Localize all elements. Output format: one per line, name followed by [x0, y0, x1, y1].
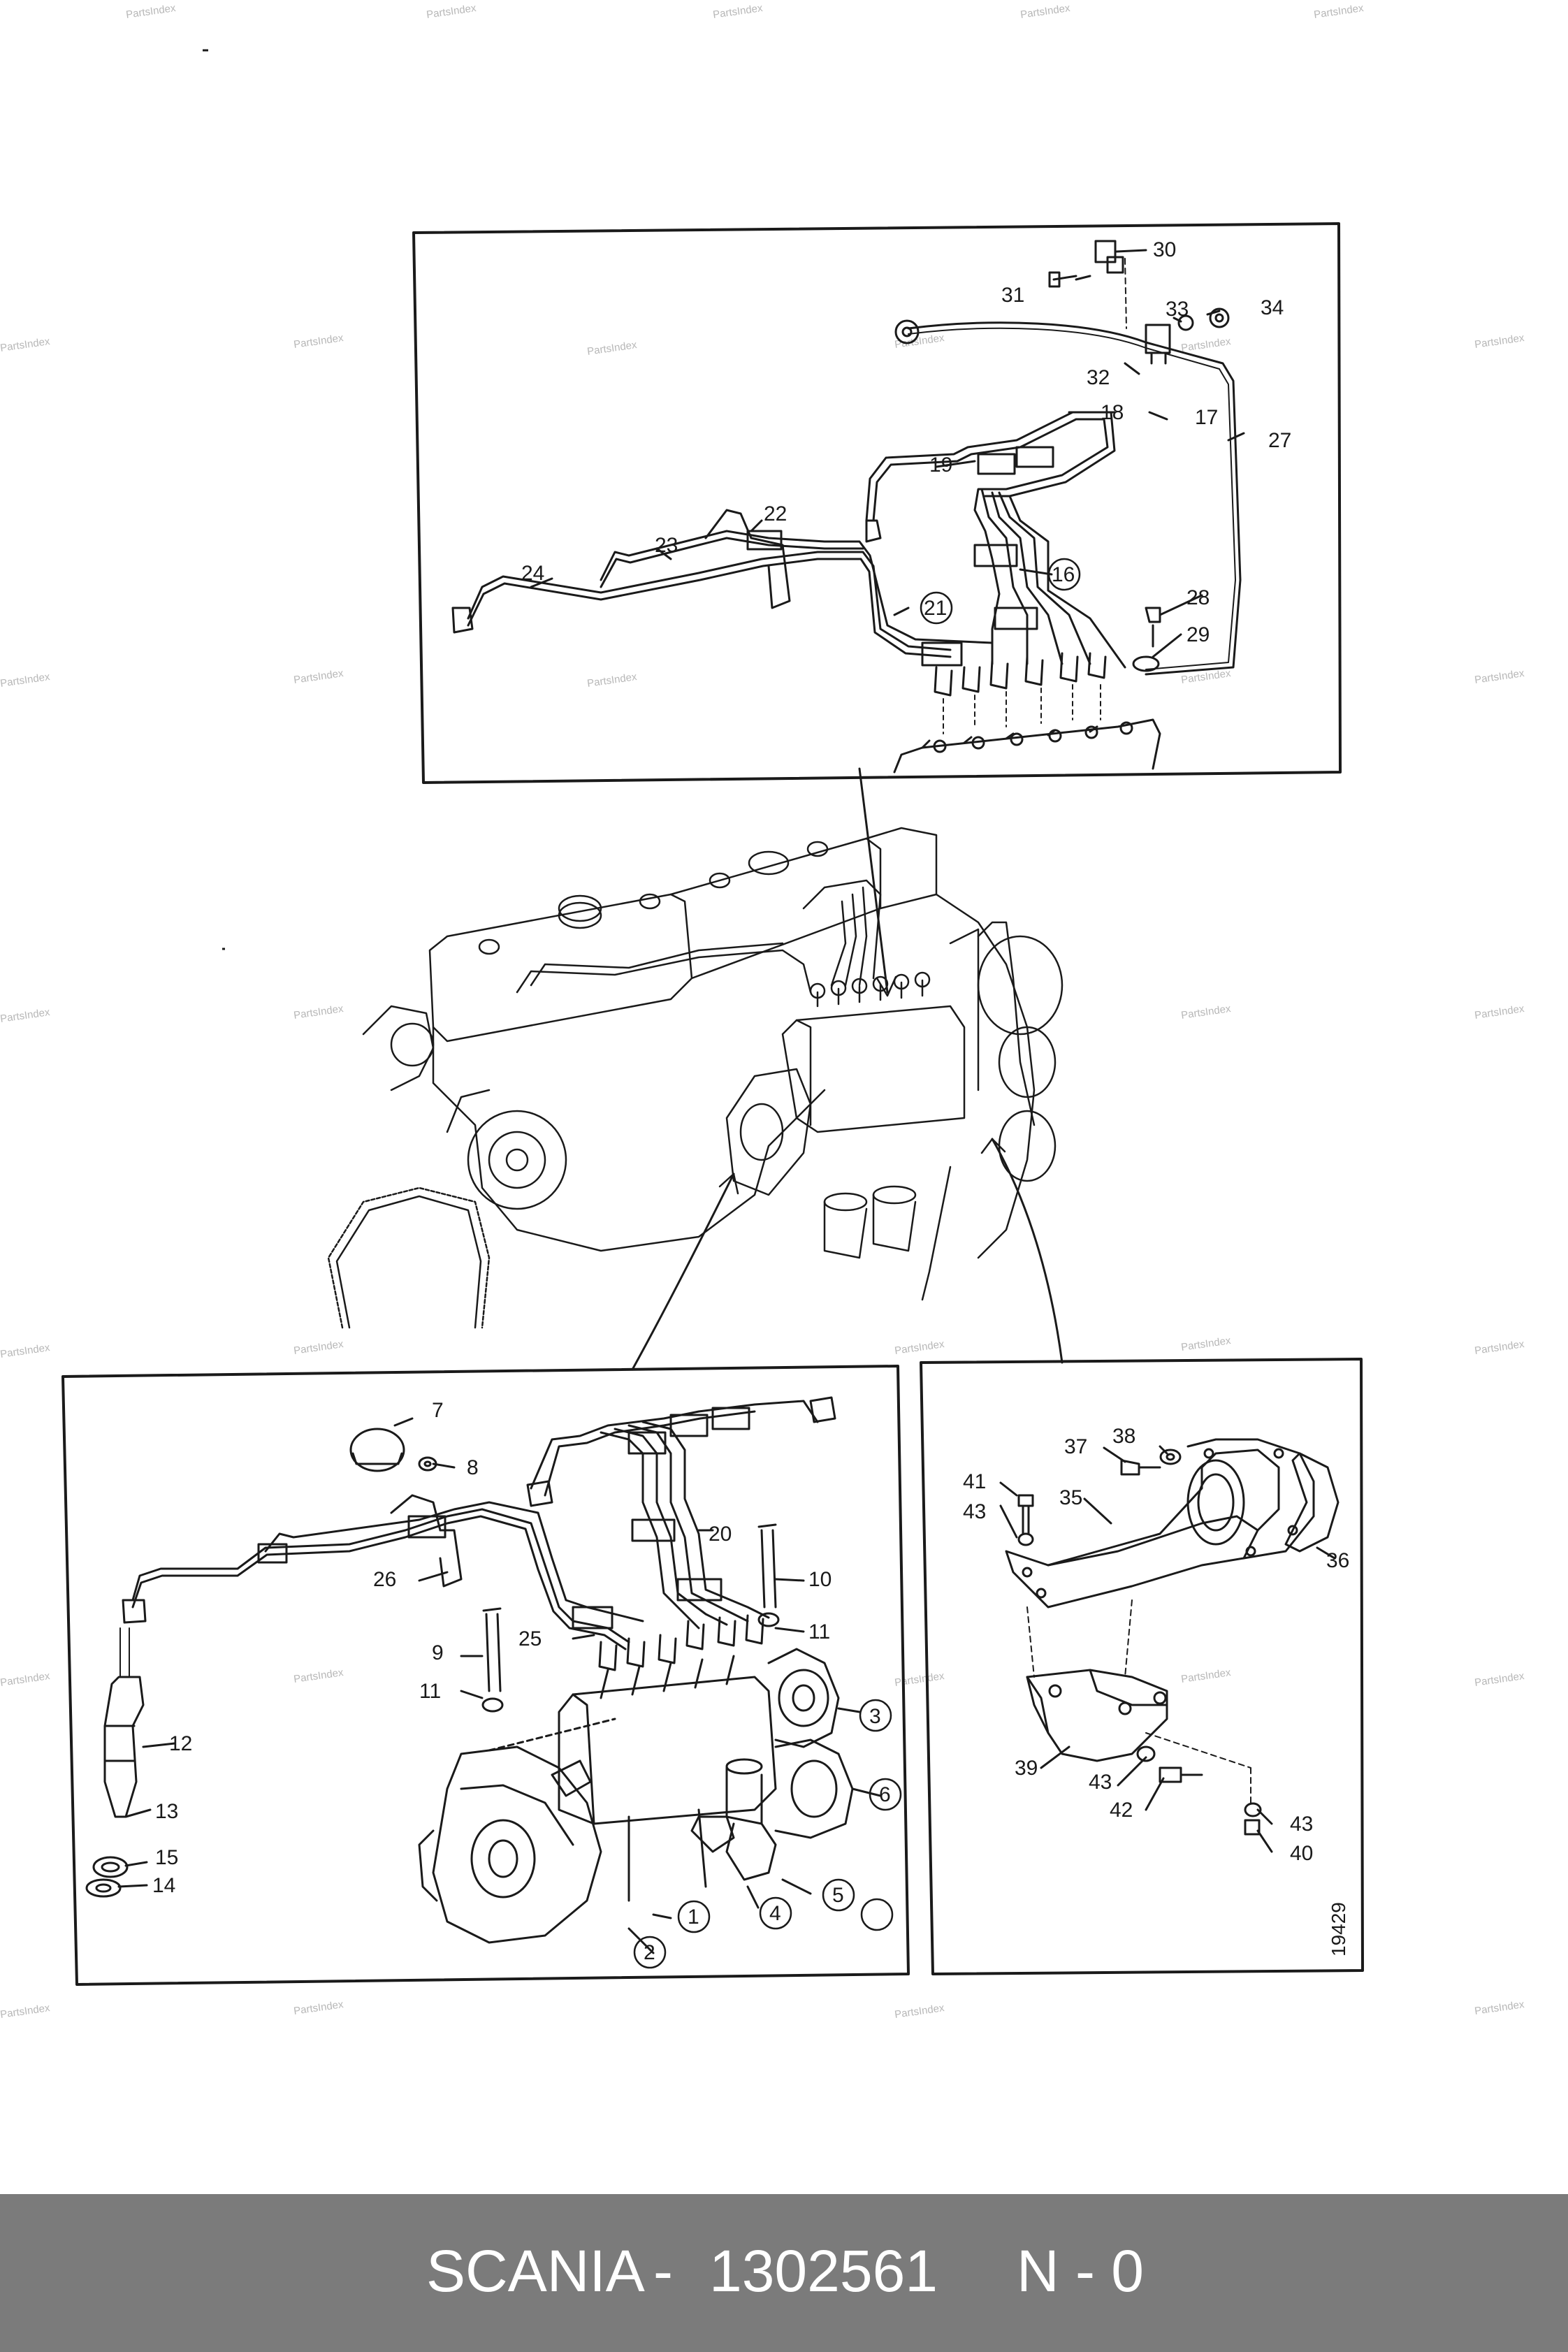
callout-27: 27 — [1268, 429, 1291, 452]
callout-7: 7 — [432, 1399, 444, 1422]
callout-42: 42 — [1110, 1799, 1133, 1822]
callout-14: 14 — [152, 1874, 175, 1897]
callout-40: 40 — [1290, 1842, 1313, 1865]
callout-25: 25 — [518, 1627, 542, 1650]
callout-12: 12 — [169, 1732, 192, 1755]
callout-31: 31 — [1001, 284, 1024, 307]
callout-38: 38 — [1112, 1425, 1135, 1448]
bottom-left-callouts: 7 8 20 10 26 9 25 11 11 3 12 13 6 15 14 … — [152, 1399, 891, 1964]
callout-41: 41 — [963, 1470, 986, 1493]
footer-suffix: N - 0 — [1017, 2238, 1145, 2304]
callout-2: 2 — [644, 1941, 655, 1964]
callout-4: 4 — [769, 1902, 781, 1925]
callout-29: 29 — [1186, 623, 1210, 646]
callout-17: 17 — [1195, 406, 1218, 429]
footer-bar: SCANIA - 1302561 N - 0 — [0, 2194, 1568, 2352]
callout-43-top: 43 — [963, 1500, 986, 1523]
callout-30: 30 — [1153, 238, 1176, 261]
callout-19: 19 — [929, 453, 952, 477]
callout-8: 8 — [467, 1456, 479, 1479]
footer-separator: - — [653, 2238, 673, 2304]
callout-43-mid: 43 — [1089, 1771, 1112, 1794]
callout-34: 34 — [1261, 296, 1284, 319]
callout-35: 35 — [1059, 1486, 1082, 1509]
injection-pump-panel — [61, 1365, 910, 1986]
callout-26: 26 — [373, 1568, 396, 1591]
callout-28: 28 — [1186, 586, 1210, 609]
callout-5: 5 — [832, 1884, 844, 1907]
footer-part-number: 1302561 — [709, 2238, 938, 2304]
fuel-line-detail-panel — [412, 222, 1342, 784]
callout-32: 32 — [1087, 366, 1110, 389]
bottom-right-callouts: 37 38 41 43 35 36 39 43 42 43 40 — [963, 1425, 1349, 1865]
callout-6: 6 — [879, 1783, 891, 1806]
callout-16: 16 — [1052, 563, 1075, 586]
callout-23: 23 — [655, 534, 678, 557]
exploded-view-drawing: 30 31 33 34 32 27 18 17 19 22 23 24 16 2… — [61, 49, 1364, 1986]
engine-assembly-view — [327, 767, 1064, 1371]
callout-43-bottom: 43 — [1290, 1813, 1313, 1836]
callout-33: 33 — [1166, 298, 1189, 321]
callout-36: 36 — [1326, 1549, 1349, 1572]
callout-10: 10 — [808, 1568, 832, 1591]
callout-13: 13 — [155, 1800, 178, 1823]
callout-15: 15 — [155, 1846, 178, 1869]
callout-11-right: 11 — [808, 1620, 830, 1643]
callout-20: 20 — [709, 1523, 732, 1546]
callout-24: 24 — [521, 562, 544, 585]
callout-1: 1 — [688, 1905, 699, 1929]
drawing-number: 19429 — [1328, 1902, 1349, 1957]
top-panel-callouts: 30 31 33 34 32 27 18 17 19 22 23 24 16 2… — [521, 238, 1291, 646]
callout-9: 9 — [432, 1641, 444, 1664]
callout-3: 3 — [869, 1705, 881, 1728]
callout-11: 11 — [419, 1680, 441, 1703]
callout-circles — [633, 558, 1081, 1969]
callout-18: 18 — [1101, 401, 1124, 424]
callout-37: 37 — [1064, 1435, 1087, 1458]
callout-22: 22 — [764, 502, 787, 525]
callout-39: 39 — [1015, 1757, 1038, 1780]
footer-brand: SCANIA — [426, 2238, 645, 2304]
pump-bracket-panel — [920, 1358, 1364, 1975]
callout-21: 21 — [924, 597, 947, 620]
